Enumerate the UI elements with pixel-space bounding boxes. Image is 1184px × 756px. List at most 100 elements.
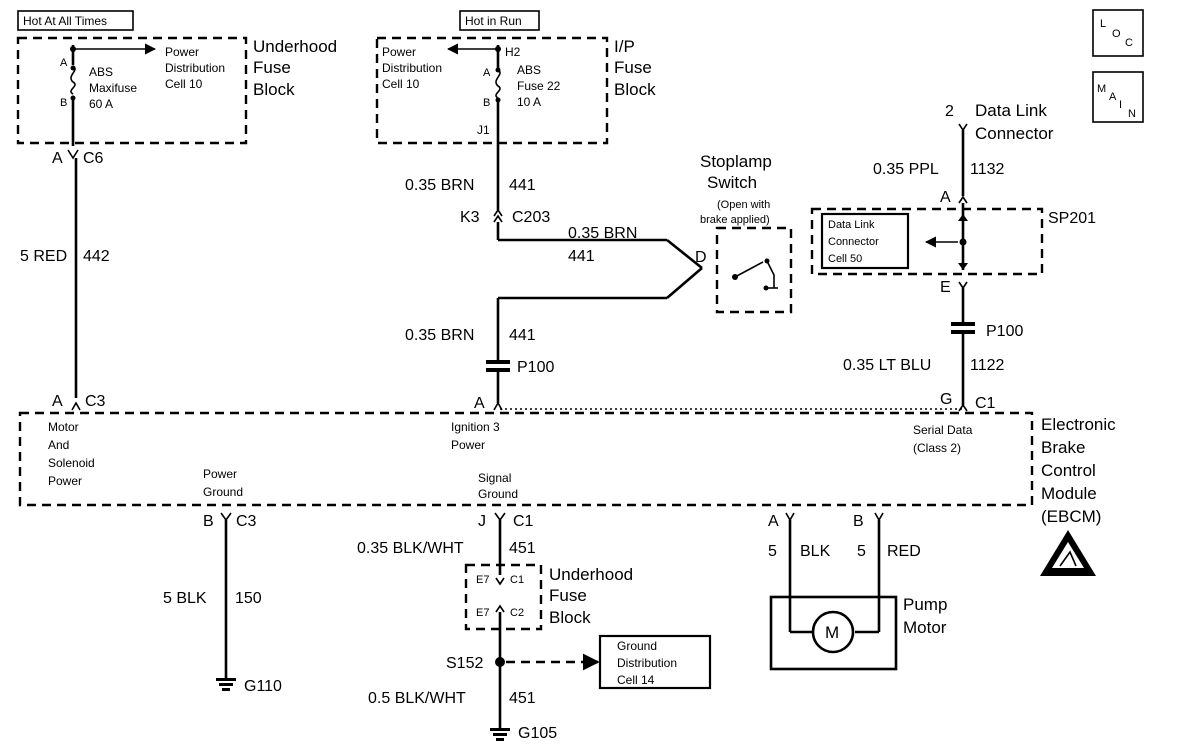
svg-text:C1: C1 bbox=[975, 395, 996, 412]
hot-in-run-label: Hot in Run bbox=[459, 10, 540, 31]
svg-text:Block: Block bbox=[253, 80, 295, 99]
svg-text:Fuse: Fuse bbox=[253, 58, 291, 77]
svg-text:Distribution: Distribution bbox=[382, 61, 442, 75]
ebcm-power-ground: Power Ground B C3 bbox=[203, 467, 257, 530]
pump-motor-wires: A B bbox=[768, 512, 884, 634]
svg-text:C6: C6 bbox=[83, 150, 104, 167]
svg-text:Block: Block bbox=[614, 80, 656, 99]
svg-text:H2: H2 bbox=[505, 45, 521, 59]
svg-text:Electronic: Electronic bbox=[1041, 415, 1116, 434]
wire-1132-gauge: 0.35 PPL bbox=[873, 161, 939, 178]
svg-text:Stoplamp: Stoplamp bbox=[700, 152, 772, 171]
svg-text:A: A bbox=[52, 393, 63, 410]
svg-text:A: A bbox=[52, 150, 63, 167]
svg-text:And: And bbox=[48, 438, 69, 452]
svg-text:C: C bbox=[1125, 37, 1133, 49]
svg-text:I: I bbox=[1119, 99, 1122, 111]
svg-text:(Class 2): (Class 2) bbox=[913, 441, 961, 455]
ip-fuse-block: Power Distribution Cell 10 H2 A B ABS Fu… bbox=[375, 36, 656, 146]
wire-441-circuit-2: 441 bbox=[568, 248, 595, 265]
svg-text:I/P: I/P bbox=[614, 37, 635, 56]
ground-g105-icon bbox=[490, 728, 510, 741]
svg-text:A: A bbox=[60, 57, 68, 69]
svg-text:Connector: Connector bbox=[828, 236, 879, 248]
svg-text:Fuse: Fuse bbox=[549, 586, 587, 605]
ebcm-signal-ground: Signal Ground J C1 bbox=[478, 471, 534, 530]
svg-text:O: O bbox=[1112, 28, 1121, 40]
svg-text:Data Link: Data Link bbox=[828, 219, 875, 231]
splice-sp201: SP201 Data Link Connector Cell 50 bbox=[810, 203, 1096, 276]
svg-text:Serial Data: Serial Data bbox=[913, 423, 973, 437]
svg-text:Distribution: Distribution bbox=[165, 61, 225, 75]
stoplamp-switch: Stoplamp Switch (Open with brake applied… bbox=[695, 152, 793, 314]
svg-text:Power: Power bbox=[451, 438, 485, 452]
svg-text:G: G bbox=[940, 391, 952, 408]
svg-text:Distribution: Distribution bbox=[617, 656, 677, 670]
svg-text:C2: C2 bbox=[510, 607, 524, 619]
ground-distribution-ref[interactable]: Ground Distribution Cell 14 bbox=[598, 634, 712, 690]
svg-text:Motor: Motor bbox=[48, 420, 79, 434]
underhood-fuse-block-lower: E7 C1 E7 C2 Underhood Fuse Block bbox=[464, 563, 633, 631]
svg-text:Fuse: Fuse bbox=[614, 58, 652, 77]
svg-text:Connector: Connector bbox=[975, 124, 1054, 143]
underhood-fuse-block: A B ABS Maxifuse 60 A Power Distribution… bbox=[16, 36, 337, 146]
svg-text:B: B bbox=[203, 513, 214, 530]
svg-text:N: N bbox=[1128, 108, 1136, 120]
c203-connector: C203 bbox=[512, 209, 550, 226]
ebcm-serial-data: G C1 Serial Data (Class 2) bbox=[913, 391, 996, 455]
svg-text:E7: E7 bbox=[476, 574, 489, 586]
main-badge[interactable]: M A I N bbox=[1092, 71, 1144, 123]
svg-text:(EBCM): (EBCM) bbox=[1041, 507, 1101, 526]
svg-text:C1: C1 bbox=[510, 574, 524, 586]
svg-text:Power: Power bbox=[203, 467, 237, 481]
svg-text:ABS: ABS bbox=[517, 63, 541, 77]
svg-text:Underhood: Underhood bbox=[253, 37, 337, 56]
wire-442-circuit: 442 bbox=[83, 248, 110, 265]
pump-wire-b-color: RED bbox=[887, 543, 921, 560]
svg-text:Cell 14: Cell 14 bbox=[617, 673, 655, 687]
svg-text:C1: C1 bbox=[513, 513, 534, 530]
svg-text:Cell 10: Cell 10 bbox=[165, 77, 203, 91]
svg-text:Signal: Signal bbox=[478, 471, 511, 485]
svg-text:Underhood: Underhood bbox=[549, 565, 633, 584]
loc-badge[interactable]: L O C bbox=[1092, 9, 1144, 57]
svg-text:Maxifuse: Maxifuse bbox=[89, 81, 137, 95]
wire-451-circuit-1: 451 bbox=[509, 540, 536, 557]
svg-text:Ground: Ground bbox=[203, 485, 243, 499]
esd-warning-icon bbox=[1040, 530, 1096, 576]
splice-s152: S152 bbox=[446, 653, 600, 672]
wire-441-circuit-1: 441 bbox=[509, 177, 536, 194]
svg-text:C3: C3 bbox=[85, 393, 106, 410]
sp201-pin-e-mark bbox=[958, 281, 968, 290]
svg-text:A: A bbox=[474, 395, 485, 412]
wire-1122-gauge: 0.35 LT BLU bbox=[843, 357, 931, 374]
wire-441-gauge-3: 0.35 BRN bbox=[405, 327, 474, 344]
svg-text:Motor: Motor bbox=[903, 618, 947, 637]
pump-wire-b-gauge: 5 bbox=[857, 543, 866, 560]
svg-text:M: M bbox=[825, 623, 839, 642]
svg-text:Block: Block bbox=[549, 608, 591, 627]
svg-text:C3: C3 bbox=[236, 513, 257, 530]
wire-451-gauge-1: 0.35 BLK/WHT bbox=[357, 540, 464, 557]
svg-text:A: A bbox=[483, 67, 491, 79]
svg-text:Solenoid: Solenoid bbox=[48, 456, 95, 470]
svg-text:Hot in Run: Hot in Run bbox=[465, 14, 522, 28]
svg-text:Brake: Brake bbox=[1041, 438, 1085, 457]
wire-441-circuit-3: 441 bbox=[509, 327, 536, 344]
wire-442-gauge: 5 RED bbox=[20, 248, 67, 265]
hot-at-all-times-label: Hot At All Times bbox=[17, 10, 134, 31]
svg-text:Cell 10: Cell 10 bbox=[382, 77, 420, 91]
wire-150-circuit: 150 bbox=[235, 590, 262, 607]
svg-text:S152: S152 bbox=[446, 655, 483, 672]
pump-motor: M Pump Motor bbox=[769, 595, 947, 671]
svg-text:2: 2 bbox=[945, 103, 954, 120]
svg-text:L: L bbox=[1100, 18, 1106, 30]
svg-text:Power: Power bbox=[382, 45, 416, 59]
wire-150-gauge: 5 BLK bbox=[163, 590, 207, 607]
svg-text:B: B bbox=[853, 513, 864, 530]
pump-wire-a-color: BLK bbox=[800, 543, 831, 560]
connector-c6: A C6 bbox=[52, 149, 104, 167]
c203-pin: K3 bbox=[460, 209, 480, 226]
svg-text:A: A bbox=[1109, 91, 1117, 103]
svg-text:D: D bbox=[695, 249, 707, 266]
